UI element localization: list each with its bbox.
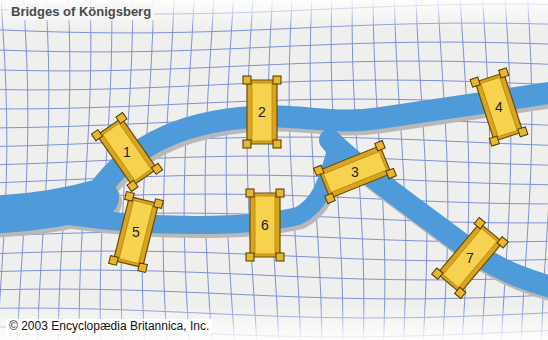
grid-line: [394, 0, 406, 340]
bridge-post: [273, 140, 281, 148]
bridge-post: [116, 112, 127, 123]
grid-line: [226, 0, 235, 340]
grid-line: [289, 0, 301, 340]
grid-line: [205, 0, 215, 340]
grid-line: [0, 156, 548, 166]
bridge-post: [314, 165, 324, 175]
bridge-post: [276, 189, 284, 197]
bridge-deck: [119, 200, 153, 263]
bridge-illustration: [109, 192, 164, 273]
grid-line: [79, 0, 91, 340]
bridge-deck: [443, 229, 497, 288]
grid-line: [247, 0, 258, 340]
bridge-illustration: [243, 76, 281, 148]
grid-line: [37, 0, 49, 340]
grid-line: [415, 0, 427, 340]
callout-number: 3: [351, 164, 359, 180]
bridge-illustration: [91, 112, 162, 191]
bridge-post: [474, 217, 485, 228]
bridge-post: [243, 140, 251, 148]
grid-line: [500, 0, 511, 340]
callout-number: 1: [123, 144, 131, 160]
grid-line: [437, 0, 448, 340]
bridge-post: [125, 192, 135, 202]
bridge-post: [246, 253, 254, 261]
callout-number: 7: [466, 250, 474, 266]
grid-line: [0, 0, 7, 340]
bridge-illustration: [432, 217, 509, 298]
grid-line: [268, 0, 279, 340]
bridge-post: [499, 68, 509, 78]
bridge-body: [250, 193, 280, 257]
copyright-note: © 2003 Encyclopædia Britannica, Inc.: [6, 319, 212, 334]
grid-line: [0, 42, 548, 52]
bridge-deck: [481, 77, 517, 136]
grid-line: [58, 0, 70, 340]
bridge-deck: [252, 83, 272, 141]
bridge-body: [319, 146, 391, 199]
bridge-post: [325, 193, 335, 203]
bridge-deck: [255, 196, 275, 254]
bottom-fade: [0, 305, 548, 340]
map-title: Bridges of Königsberg: [8, 4, 154, 20]
bridge-deck: [103, 123, 152, 180]
bridge-post: [243, 76, 251, 84]
grid-line: [480, 0, 489, 340]
callout-number: 2: [258, 104, 266, 120]
bridge-post: [246, 189, 254, 197]
bridge-body: [437, 223, 502, 293]
bridge-illustration: [246, 189, 284, 261]
bridge-body: [247, 80, 277, 144]
grid-line: [0, 61, 548, 71]
bridge-post: [386, 168, 396, 178]
bridge-post: [518, 127, 528, 137]
callout-number: 5: [132, 224, 140, 240]
bridge-post: [276, 253, 284, 261]
bridge-deck: [323, 151, 386, 192]
bridge-post: [91, 130, 102, 141]
bridge-post: [154, 199, 164, 209]
bridge-illustration: [470, 68, 528, 146]
bridge-post: [109, 256, 119, 266]
bridge-post: [127, 180, 138, 191]
bridge-post: [151, 163, 162, 174]
callout-number: 4: [495, 99, 503, 115]
bridge-body: [97, 118, 157, 186]
bridge-post: [455, 287, 466, 298]
bridge-post: [273, 76, 281, 84]
bridge-post: [497, 237, 508, 248]
grid-line: [184, 0, 195, 340]
bridge-body: [113, 196, 158, 267]
bridge-post: [375, 141, 385, 151]
bridge-post: [470, 77, 480, 87]
grid-line: [17, 0, 28, 340]
bridge-body: [475, 73, 523, 141]
top-fade: [0, 0, 548, 30]
callout-number: 6: [261, 217, 269, 233]
grid-line: [163, 0, 175, 340]
bridge-post: [489, 136, 499, 146]
bridge-post: [138, 263, 148, 273]
bridges: [91, 68, 528, 299]
bridge-post: [432, 268, 443, 279]
bridge-illustration: [314, 141, 397, 204]
